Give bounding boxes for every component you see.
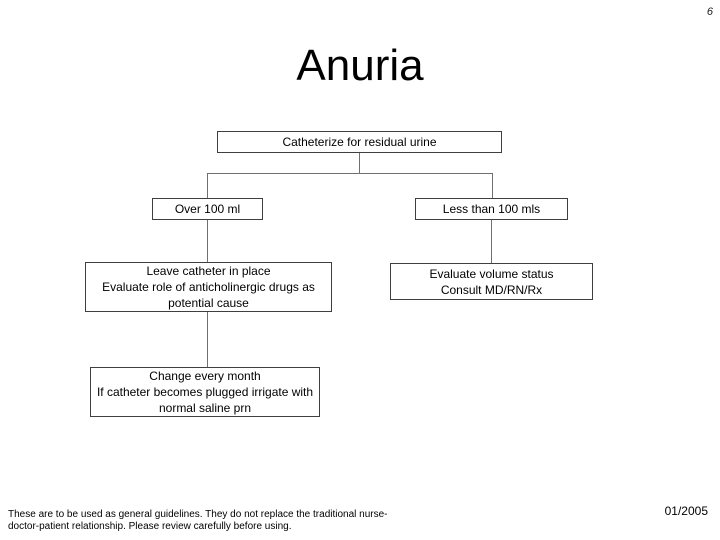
- footer-disclaimer: These are to be used as general guidelin…: [8, 509, 388, 532]
- flow-box-change-monthly: Change every month If catheter becomes p…: [90, 367, 320, 417]
- slide-title: Anuria: [296, 41, 424, 90]
- connector-drop-right: [492, 173, 493, 198]
- flow-box-catheterize: Catheterize for residual urine: [217, 131, 502, 153]
- connector-drop-left: [207, 173, 208, 198]
- connector-branch-horizontal: [207, 173, 493, 174]
- flow-box-leave-catheter: Leave catheter in place Evaluate role of…: [85, 262, 332, 312]
- flow-box-over-100ml: Over 100 ml: [152, 198, 263, 220]
- footer-date: 01/2005: [664, 504, 708, 518]
- slide-page-number: 6: [706, 6, 713, 18]
- flow-box-less-than-100mls: Less than 100 mls: [415, 198, 568, 220]
- connector-root-stub: [359, 153, 360, 174]
- connector-left-to-action: [207, 220, 208, 262]
- connector-right-to-action: [491, 220, 492, 263]
- connector-left-to-followup: [207, 312, 208, 367]
- flow-box-evaluate-volume: Evaluate volume status Consult MD/RN/Rx: [390, 263, 593, 300]
